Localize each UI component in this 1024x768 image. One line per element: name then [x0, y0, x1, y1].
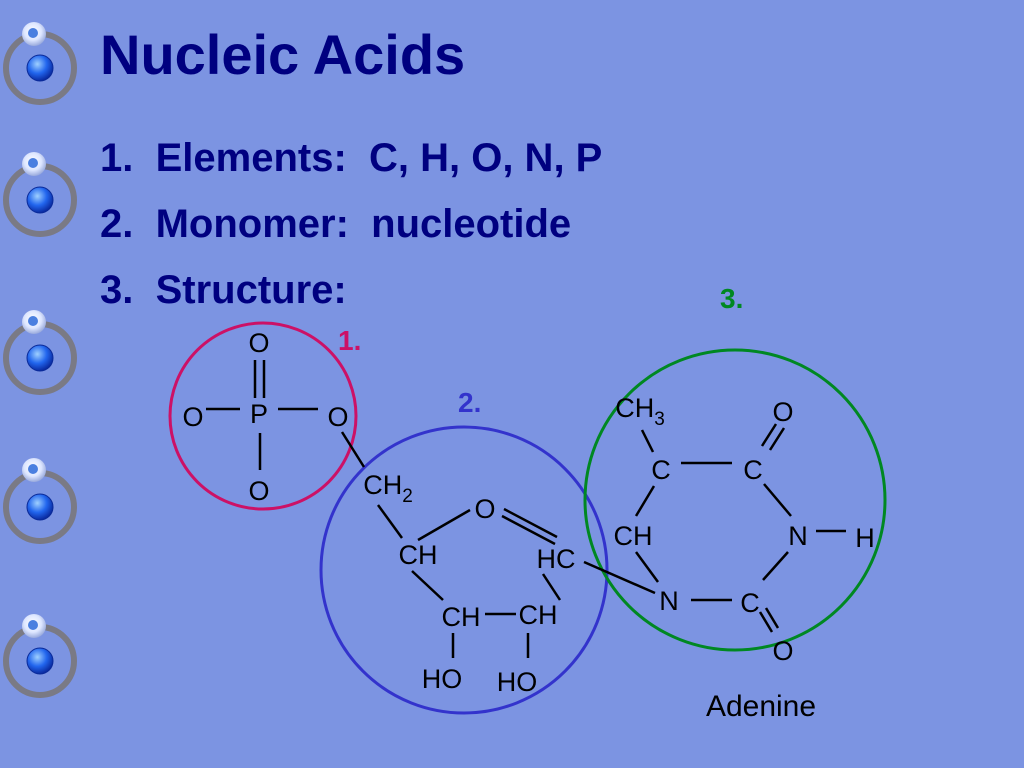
spiral-ring-4 [3, 458, 77, 544]
sugar-group-label: 2. [458, 387, 481, 418]
atom-o-bottom: O [772, 636, 793, 666]
sugar-group-circle [319, 425, 609, 715]
atom-n-bottom: N [659, 586, 679, 616]
atom-n-right: N [788, 521, 808, 551]
atom-c-bottom: C [740, 588, 760, 618]
atom-ch-bottom-right: CH [519, 600, 558, 630]
bullet-elements: 1. Elements: C, H, O, N, P [100, 136, 603, 180]
bullet-monomer: 2. Monomer: nucleotide [100, 202, 572, 246]
spiral-binding [3, 22, 77, 698]
atom-o-bottom: O [248, 476, 269, 506]
phosphate-group-circle [168, 321, 358, 511]
atom-ch2: CH2 [363, 470, 413, 507]
atom-ho-right: HO [497, 667, 538, 697]
base-group-circle [583, 348, 887, 652]
atom-ch-left: CH [399, 540, 438, 570]
atom-ch3: CH3 [615, 393, 665, 430]
atom-ch-left: CH [614, 521, 653, 551]
slide-title: Nucleic Acids [100, 23, 466, 86]
bullet-list: 1. Elements: C, H, O, N, P 2. Monomer: n… [100, 130, 602, 328]
atom-h-right: H [855, 523, 875, 553]
atom-ho-left: HO [422, 664, 463, 694]
atom-c-top-right: C [743, 455, 763, 485]
atom-ch-bottom-left: CH [442, 602, 481, 632]
spiral-ring-1 [3, 22, 77, 105]
bond-lines [206, 360, 846, 658]
atom-c-top-left: C [651, 455, 671, 485]
base-atoms: CH3 O C C CH N H N C O [614, 393, 875, 666]
atom-o-left: O [182, 402, 203, 432]
atom-o-top: O [248, 328, 269, 358]
phosphate-group-label: 1. [338, 325, 361, 356]
spiral-ring-3 [3, 310, 77, 395]
atom-o-right: O [327, 402, 348, 432]
phosphate-atoms: P O O O O [182, 328, 348, 506]
base-group-label: 3. [720, 283, 743, 314]
bullet-structure: 3. Structure: [100, 268, 347, 312]
atom-o-top: O [772, 397, 793, 427]
atom-hc-right: HC [537, 544, 576, 574]
atom-ring-o: O [474, 494, 495, 524]
spiral-ring-2 [3, 152, 77, 237]
sugar-atoms: CH2 O CH HC CH CH HO HO [363, 470, 575, 697]
spiral-ring-5 [3, 614, 77, 698]
atom-p: P [250, 399, 268, 429]
base-name-label: Adenine [706, 690, 816, 723]
